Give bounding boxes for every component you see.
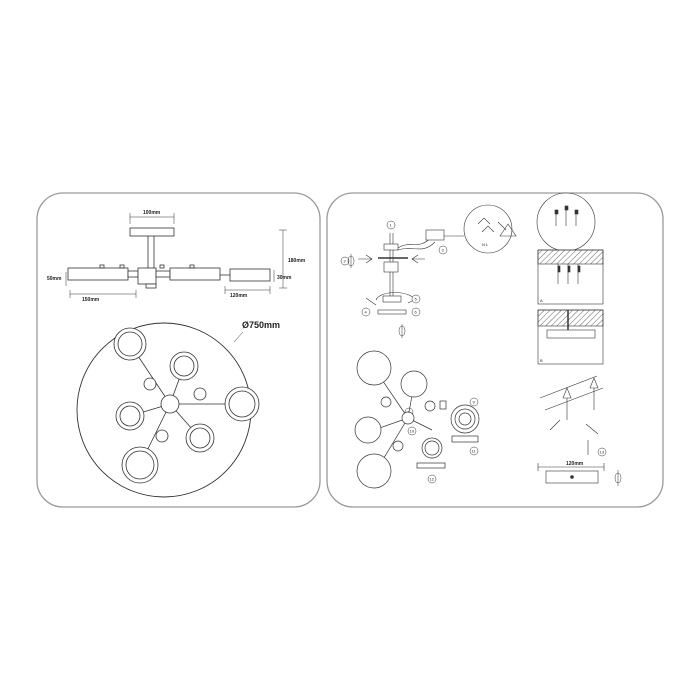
dim-right-span: 120mm	[230, 293, 248, 299]
svg-text:3: 3	[442, 248, 445, 253]
svg-text:6: 6	[415, 310, 418, 315]
dim-arm-left-height: 50mm	[47, 276, 62, 282]
svg-text:10: 10	[410, 429, 415, 434]
bulb-installation-drawing	[354, 350, 480, 489]
left-panel: 100mm 180mm 50mm 30mm 150mm 120mm Ø750mm	[36, 192, 321, 508]
dim-left-span: 150mm	[82, 297, 100, 303]
wire-label: N L	[482, 242, 489, 247]
top-view-fixture	[113, 327, 260, 484]
svg-text:4: 4	[365, 310, 368, 315]
dim-canopy-width: 100mm	[143, 210, 161, 216]
dim-mount-plate-width: 120mm	[566, 461, 584, 467]
svg-text:5: 5	[415, 297, 418, 302]
right-panel-frame	[326, 192, 664, 508]
svg-text:9: 9	[473, 400, 476, 405]
step-letter-a: A	[540, 298, 543, 303]
dim-total-height: 180mm	[288, 258, 306, 264]
svg-text:11: 11	[472, 449, 477, 454]
step-letter-b: B	[540, 358, 543, 363]
svg-text:12: 12	[430, 477, 435, 482]
dim-arm-right-height: 30mm	[277, 275, 292, 281]
rotation-icons	[347, 254, 622, 486]
svg-text:2: 2	[344, 259, 347, 264]
right-panel: N L 1 2 3 4 5 6 7 8 9 10	[326, 192, 664, 508]
ceiling-drilling-steps	[536, 192, 604, 365]
dim-diameter: Ø750mm	[242, 320, 280, 330]
mount-plate-step	[537, 375, 605, 484]
wiring-step-drawing	[358, 204, 517, 315]
diameter-leader	[233, 331, 244, 343]
svg-text:1: 1	[390, 223, 393, 228]
left-panel-frame	[36, 192, 321, 508]
dimension-lines	[65, 213, 287, 298]
side-elevation-drawing	[67, 227, 271, 289]
svg-text:13: 13	[600, 450, 605, 455]
